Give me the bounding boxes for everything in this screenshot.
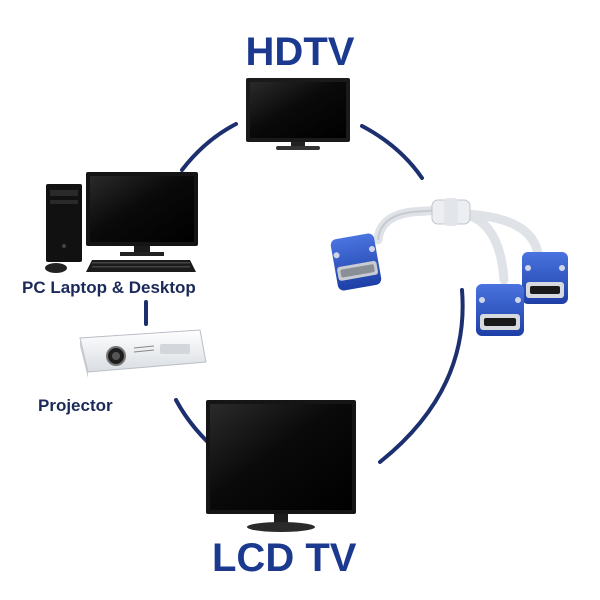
arc-hdtv-to-cable: [360, 124, 424, 180]
lcd-tv-icon: [206, 400, 356, 532]
hdtv-label: HDTV: [245, 30, 355, 74]
arc-hdtv-to-pc: [180, 122, 238, 172]
projector-icon: [79, 329, 207, 378]
pc-laptop-desktop-label: PC Laptop & Desktop: [22, 278, 196, 297]
arc-cable-to-lcd: [378, 288, 465, 464]
projector-label: Projector: [38, 396, 113, 415]
vga-splitter-cable-icon: [330, 198, 568, 336]
lcd-tv-label: LCD TV: [212, 536, 357, 580]
pc-desktop-icon: [45, 172, 198, 273]
hdtv-icon: [246, 78, 350, 150]
